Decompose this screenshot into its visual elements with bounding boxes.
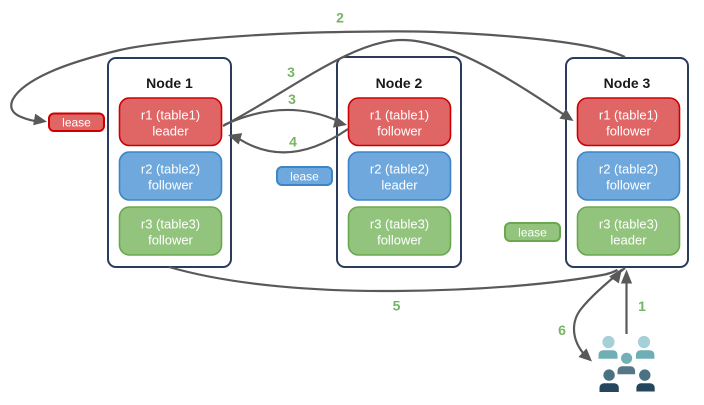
- svg-text:1: 1: [638, 298, 646, 314]
- svg-text:3: 3: [287, 64, 295, 80]
- svg-text:r1 (table1): r1 (table1): [599, 108, 658, 123]
- svg-text:2: 2: [336, 10, 344, 26]
- svg-text:r1 (table1): r1 (table1): [370, 108, 429, 123]
- svg-text:lease: lease: [518, 226, 547, 240]
- svg-text:leader: leader: [152, 124, 189, 139]
- svg-text:r2 (table2): r2 (table2): [599, 162, 658, 177]
- svg-text:5: 5: [393, 298, 401, 314]
- svg-text:follower: follower: [377, 233, 422, 248]
- svg-text:6: 6: [558, 322, 566, 338]
- svg-text:lease: lease: [290, 170, 319, 184]
- svg-text:follower: follower: [377, 124, 422, 139]
- svg-text:Node 1: Node 1: [146, 75, 193, 91]
- svg-text:4: 4: [289, 134, 297, 150]
- svg-text:follower: follower: [606, 124, 651, 139]
- svg-text:r2 (table2): r2 (table2): [370, 162, 429, 177]
- svg-text:r3 (table3): r3 (table3): [599, 217, 658, 232]
- svg-text:Node 2: Node 2: [376, 75, 423, 91]
- svg-text:follower: follower: [606, 178, 651, 193]
- svg-text:r3 (table3): r3 (table3): [141, 217, 200, 232]
- svg-text:Node 3: Node 3: [604, 75, 651, 91]
- svg-text:r3 (table3): r3 (table3): [370, 217, 429, 232]
- svg-text:leader: leader: [381, 178, 418, 193]
- svg-text:follower: follower: [148, 178, 193, 193]
- svg-text:leader: leader: [610, 233, 647, 248]
- svg-text:r1 (table1): r1 (table1): [141, 108, 200, 123]
- svg-text:r2 (table2): r2 (table2): [141, 162, 200, 177]
- svg-text:follower: follower: [148, 233, 193, 248]
- svg-text:3: 3: [288, 91, 296, 107]
- svg-text:lease: lease: [62, 116, 91, 130]
